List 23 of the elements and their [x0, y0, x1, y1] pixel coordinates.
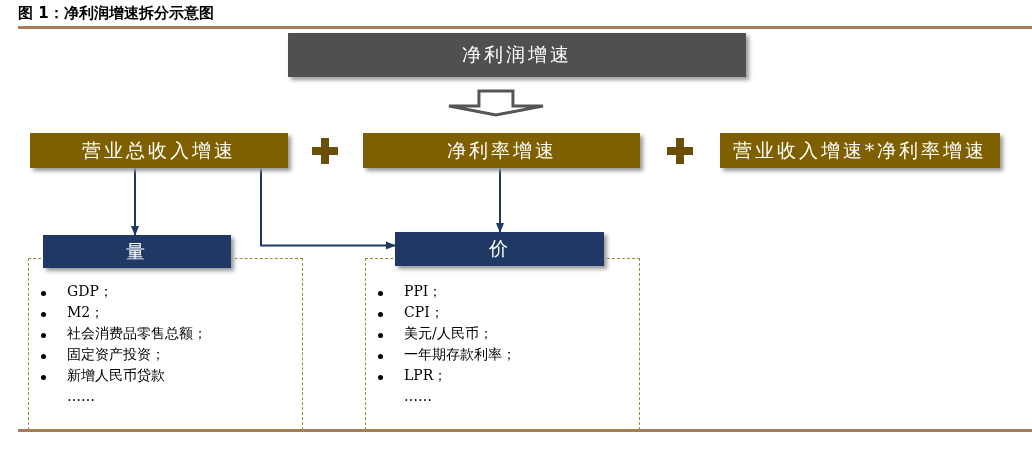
bullet-item: GDP；: [67, 283, 113, 301]
bullet-item: 社会消费品零售总额；: [67, 325, 207, 343]
arrow: [496, 167, 504, 233]
category-box: 净利率增速: [363, 133, 640, 168]
figure-title: 图 1：净利润增速拆分示意图: [18, 4, 214, 23]
heading-box: 价: [395, 232, 604, 266]
category-box: 营业总收入增速: [30, 133, 288, 168]
bullet-item: 美元/人民币；: [404, 325, 493, 343]
block-arrow: [447, 89, 545, 117]
bullet-item: 新增人民币贷款: [67, 367, 165, 385]
arrow: [131, 167, 139, 236]
bullet-item: M2；: [67, 304, 105, 322]
arrow: [260, 167, 396, 250]
ellipsis-text: ……: [67, 388, 95, 404]
bullet-item: 一年期存款利率；: [404, 346, 516, 364]
bullet-item: CPI；: [404, 304, 444, 322]
bullet-item: 固定资产投资；: [67, 346, 165, 364]
bullet-item: LPR；: [404, 367, 448, 385]
category-box: 营业收入增速*净利率增速: [720, 133, 1000, 168]
title-box: 净利润增速: [288, 33, 746, 77]
ellipsis-text: ……: [404, 388, 432, 404]
heading-box: 量: [43, 235, 231, 268]
bullet-item: PPI；: [404, 283, 443, 301]
